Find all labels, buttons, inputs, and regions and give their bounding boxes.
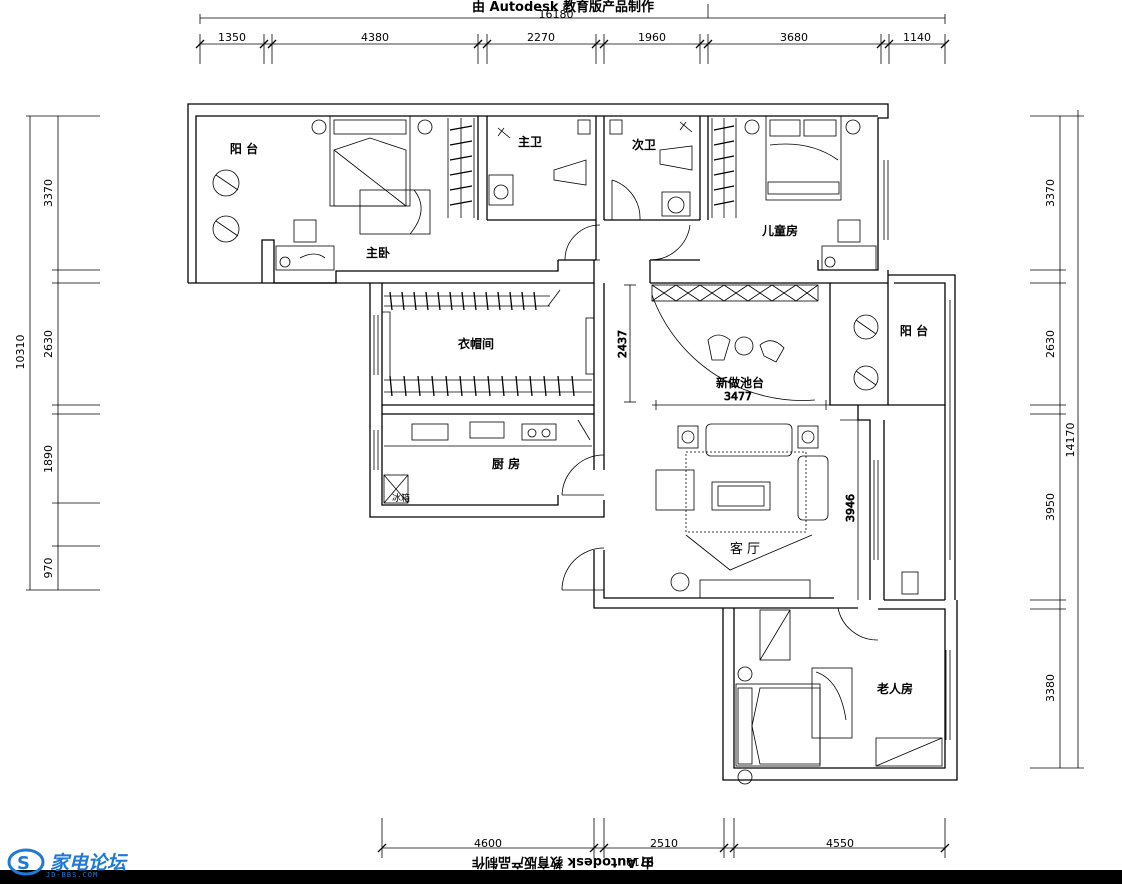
dim-inner-tatami-width: 3477 bbox=[724, 390, 752, 403]
dim-inner-living: 3946 bbox=[844, 494, 857, 522]
inner-dimensions: 2437 3477 3946 bbox=[616, 284, 859, 600]
dim-right-total: 14170 bbox=[1064, 423, 1077, 458]
label-living-room: 客 厅 bbox=[730, 541, 760, 557]
dim-left-3: 1890 bbox=[42, 445, 55, 473]
banner-top: 由 Autodesk 教育版产品制作 bbox=[472, 0, 654, 15]
dim-bottom-2: 2510 bbox=[650, 837, 678, 850]
second-bath-fixtures bbox=[609, 119, 693, 217]
label-fridge: 冰箱 bbox=[392, 492, 410, 504]
kids-bed bbox=[744, 115, 877, 271]
svg-text:S: S bbox=[17, 853, 30, 874]
label-balcony-right: 阳 台 bbox=[900, 323, 928, 338]
dim-left-2: 2630 bbox=[42, 330, 55, 358]
logo-url: JD-BBS.COM bbox=[46, 871, 99, 879]
master-bed bbox=[311, 115, 433, 235]
logo-swoosh-icon: S bbox=[7, 848, 45, 876]
dim-top-6: 1140 bbox=[903, 31, 931, 44]
label-cloakroom: 衣帽间 bbox=[458, 336, 494, 351]
dim-right-1: 3370 bbox=[1044, 179, 1057, 207]
dim-bottom-1: 4600 bbox=[474, 837, 502, 850]
label-second-bath: 次卫 bbox=[632, 137, 656, 152]
dim-bottom-3: 4550 bbox=[826, 837, 854, 850]
balcony-chairs-right bbox=[853, 314, 919, 595]
dim-left-1: 3370 bbox=[42, 179, 55, 207]
master-desk bbox=[275, 219, 335, 271]
dim-top-4: 1960 bbox=[638, 31, 666, 44]
living-sofa bbox=[655, 419, 858, 599]
label-kids-room: 儿童房 bbox=[761, 223, 798, 238]
logo-name: 家电论坛 bbox=[50, 852, 127, 874]
dim-right-3: 3950 bbox=[1044, 493, 1057, 521]
cloakroom-rails bbox=[382, 289, 595, 397]
bottom-total-dimension: 9710 bbox=[626, 855, 654, 868]
top-total-dimension: 16180 bbox=[539, 8, 574, 21]
dim-top-1: 1350 bbox=[218, 31, 246, 44]
dim-inner-tatami-depth: 2437 bbox=[616, 330, 629, 358]
tatami-cabinet bbox=[651, 284, 830, 410]
dim-right-4: 3380 bbox=[1044, 674, 1057, 702]
bottom-strip bbox=[0, 870, 1122, 884]
right-dimension-chain: 3370 2630 3950 3380 14170 bbox=[1030, 110, 1084, 769]
bottom-dimension-chain: 4600 2510 4550 9710 bbox=[377, 818, 950, 868]
dim-top-2: 4380 bbox=[361, 31, 389, 44]
kitchen-counter bbox=[383, 419, 592, 504]
label-balcony-left: 阳 台 bbox=[230, 141, 258, 156]
balcony-chairs-left bbox=[212, 169, 240, 243]
dim-top-5: 3680 bbox=[780, 31, 808, 44]
label-tatami: 新做池台 bbox=[716, 375, 764, 390]
master-bath-fixtures bbox=[488, 119, 591, 206]
label-master-bedroom: 主卧 bbox=[366, 245, 390, 260]
dim-top-3: 2270 bbox=[527, 31, 555, 44]
banner-bottom: 由 Autodesk 教育版产品制作 bbox=[472, 854, 654, 870]
elder-bed bbox=[735, 609, 943, 785]
exterior-walls bbox=[187, 103, 958, 781]
kids-wardrobe bbox=[711, 118, 737, 218]
left-dimension-chain: 3370 2630 1890 970 10310 bbox=[14, 115, 100, 591]
master-wardrobe bbox=[447, 118, 475, 218]
top-dimension-chain: 1350 4380 2270 1960 3680 1140 bbox=[195, 31, 950, 64]
doors bbox=[561, 179, 879, 641]
dim-right-2: 2630 bbox=[1044, 330, 1057, 358]
label-kitchen: 厨 房 bbox=[492, 456, 520, 471]
label-elder-room: 老人房 bbox=[877, 681, 913, 696]
dim-left-total: 10310 bbox=[14, 335, 27, 370]
dim-left-4: 970 bbox=[42, 558, 55, 579]
label-master-bath: 主卫 bbox=[518, 134, 542, 149]
site-logo: S 家电论坛 JD-BBS.COM bbox=[6, 845, 156, 883]
